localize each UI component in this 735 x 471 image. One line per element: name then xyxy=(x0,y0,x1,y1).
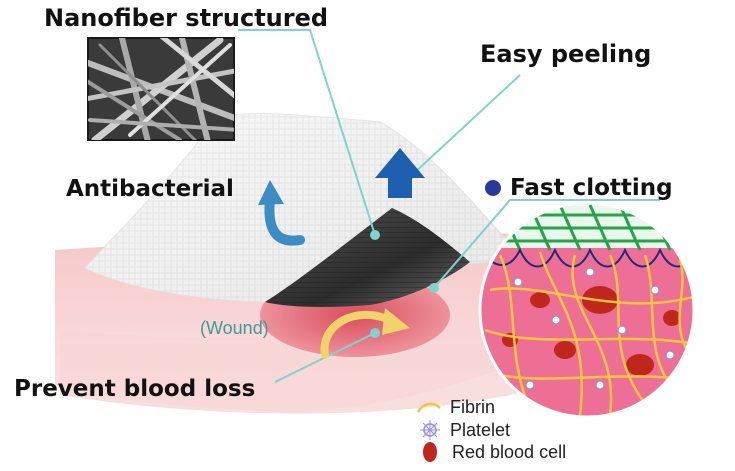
callout-dot-nanofiber xyxy=(370,230,380,240)
callout-dot-blood-loss xyxy=(370,328,380,338)
callout-nanofiber xyxy=(238,29,376,236)
wound-arrow-icon xyxy=(320,308,410,359)
label-antibacterial: Antibacterial xyxy=(66,176,234,202)
legend-fibrin-label: Fibrin xyxy=(450,397,496,417)
label-nanofiber-structured: Nanofiber structured xyxy=(44,4,329,32)
fibrin-legend-icon xyxy=(416,402,441,413)
label-easy-peeling: Easy peeling xyxy=(480,40,652,68)
legend xyxy=(416,402,441,462)
callout-easy-peeling xyxy=(411,74,521,176)
skin-lower-layer xyxy=(60,300,600,414)
clot-magnified-view xyxy=(478,201,696,419)
label-wound: (Wound) xyxy=(200,318,269,338)
callout-dot-clotting xyxy=(429,283,439,293)
sem-inset xyxy=(87,37,235,141)
red-blood-cell-legend-icon xyxy=(423,442,437,462)
up-arrow-icon xyxy=(375,148,425,198)
label-prevent-blood-loss: Prevent blood loss xyxy=(14,376,256,402)
callout-fast-clotting xyxy=(433,199,660,289)
label-fast-clotting: Fast clotting xyxy=(510,175,673,201)
underside-texture xyxy=(265,208,470,307)
dressing-pad-shading xyxy=(85,113,520,302)
antibacterial-arrow-icon xyxy=(258,180,305,246)
legend-red-blood-cell-label: Red blood cell xyxy=(452,442,567,462)
legend-platelet-label: Platelet xyxy=(450,420,511,440)
clotting-bullet-icon xyxy=(485,180,501,196)
platelet-legend-icon xyxy=(420,420,440,440)
